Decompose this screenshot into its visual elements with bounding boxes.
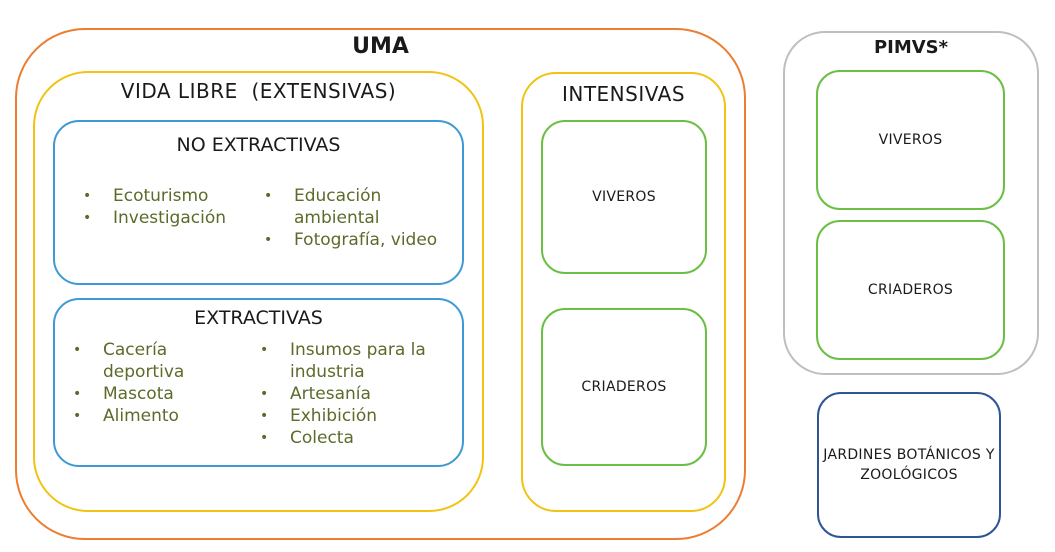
list-item: Ecoturismo	[83, 185, 263, 207]
list-item: Alimento	[73, 405, 253, 427]
extractivas-left-list: Cacería deportiva Mascota Alimento	[73, 339, 253, 427]
list-item: Insumos para la industria	[260, 339, 460, 383]
no-extractivas-box: NO EXTRACTIVAS Ecoturismo Investigación …	[53, 120, 464, 285]
list-item: Cacería deportiva	[73, 339, 253, 383]
list-item: Colecta	[260, 427, 460, 449]
extractivas-title: EXTRACTIVAS	[194, 307, 323, 329]
list-item: Educación ambiental	[264, 185, 454, 229]
jardines-label: JARDINES BOTÁNICOS Y ZOOLÓGICOS	[823, 447, 995, 483]
intensivas-viveros-label: VIVEROS	[592, 189, 656, 205]
no-extractivas-title: NO EXTRACTIVAS	[176, 134, 341, 156]
extractivas-right-list: Insumos para la industria Artesanía Exhi…	[260, 339, 460, 449]
pimvs-viveros-label: VIVEROS	[878, 132, 943, 148]
list-item: Fotografía, video	[264, 229, 454, 251]
list-item: Investigación	[83, 207, 263, 229]
extractivas-box: EXTRACTIVAS Cacería deportiva Mascota Al…	[53, 298, 464, 467]
pimvs-criaderos-label: CRIADEROS	[867, 282, 954, 298]
intensivas-viveros-box: VIVEROS	[541, 120, 707, 274]
vida-libre-title: VIDA LIBRE (EXTENSIVAS)	[120, 79, 397, 103]
intensivas-criaderos-box: CRIADEROS	[541, 308, 707, 466]
list-item: Artesanía	[260, 383, 460, 405]
intensivas-title: INTENSIVAS	[561, 82, 686, 106]
pimvs-criaderos-box: CRIADEROS	[816, 220, 1005, 360]
no-extractivas-left-list: Ecoturismo Investigación	[83, 185, 263, 229]
list-item: Mascota	[73, 383, 253, 405]
uma-title: UMA	[352, 34, 409, 59]
jardines-box: JARDINES BOTÁNICOS Y ZOOLÓGICOS	[817, 392, 1001, 538]
pimvs-title: PIMVS*	[873, 37, 949, 58]
list-item: Exhibición	[260, 405, 460, 427]
intensivas-criaderos-label: CRIADEROS	[581, 379, 667, 395]
no-extractivas-right-list: Educación ambiental Fotografía, video	[264, 185, 454, 251]
pimvs-viveros-box: VIVEROS	[816, 70, 1005, 210]
